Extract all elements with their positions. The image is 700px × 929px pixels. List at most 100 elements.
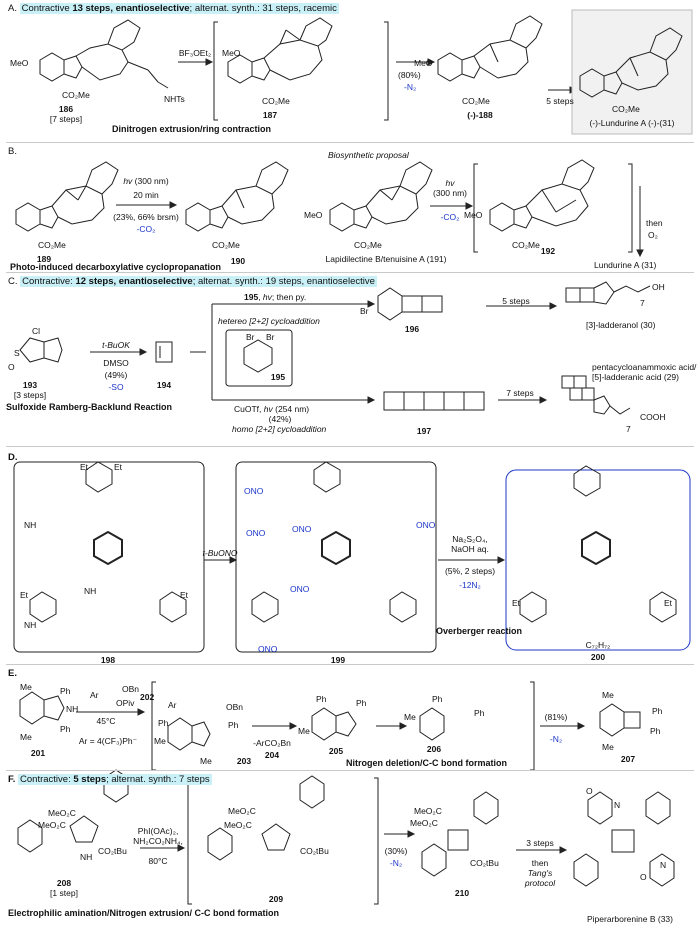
- section-d-header: D.: [8, 452, 18, 463]
- me-205-a: Me: [298, 726, 310, 736]
- product-lundurine-a: (-)-Lundurine A (-)-(31): [589, 118, 675, 128]
- me-201-b: Me: [20, 732, 32, 742]
- label-196: 196: [404, 324, 420, 334]
- label-193: 193: [22, 380, 38, 390]
- oh-label: OH: [652, 282, 665, 292]
- co2tbu-208: CO₂tBu: [98, 846, 127, 856]
- protocol-f2: protocol: [524, 878, 556, 888]
- me-203-b: Me: [200, 756, 212, 766]
- et-198-b: Et: [114, 462, 123, 472]
- label-meo-192: MeO: [464, 210, 483, 220]
- structure-190: [185, 161, 289, 232]
- label-o-193: O: [8, 362, 15, 372]
- ph-207-b: Ph: [650, 726, 661, 736]
- ph-205-b: Ph: [356, 698, 367, 708]
- yield-c: (49%): [104, 370, 128, 380]
- caption-a: Dinitrogen extrusion/ring contraction: [112, 124, 272, 134]
- steps5: 5 steps: [502, 296, 530, 306]
- structure-piperarborenine-b: [573, 791, 675, 887]
- protocol-f: Tang's: [527, 868, 553, 878]
- caption-e: Nitrogen deletion/C-C bond formation: [346, 758, 507, 768]
- section-a-header: A. Contractive 13 steps, enantioselectiv…: [8, 3, 339, 14]
- label-189: 189: [36, 254, 52, 264]
- label-198: 198: [100, 655, 116, 665]
- loss-co2-191: -CO₂: [440, 212, 460, 222]
- structure-209: [207, 775, 325, 861]
- reagent-obn: OBn: [122, 684, 140, 694]
- label-192: 192: [540, 246, 556, 256]
- label-190: 190: [230, 256, 246, 266]
- structure-200: [505, 465, 691, 651]
- n-pipb-a: N: [614, 800, 621, 810]
- meo2c-208-a: MeO₂C: [48, 808, 76, 818]
- temp-e: 45°C: [96, 716, 116, 726]
- label-co2me-190: CO₂Me: [212, 240, 240, 250]
- reagent-opiv: OPiv: [116, 698, 135, 708]
- label-194: 194: [156, 380, 172, 390]
- acid2: [5]-ladderanic acid (29): [592, 372, 679, 382]
- structure-199: [235, 461, 437, 653]
- structure-186: [39, 19, 169, 89]
- label-co2me-186: CO₂Me: [62, 90, 90, 100]
- et-198-c: Et: [20, 590, 29, 600]
- et-198-d: Et: [180, 590, 189, 600]
- me-207-b: Me: [602, 742, 614, 752]
- loss-n2-a: -N₂: [404, 82, 417, 92]
- structure-188: [437, 15, 543, 82]
- label-186: 186: [58, 104, 74, 114]
- structure-ladderanic-acid: [561, 375, 631, 415]
- solvent-dmso: DMSO: [103, 358, 129, 368]
- formula-200: C₇₂H₇₂: [585, 640, 611, 650]
- product-lundurine-a-b: Lundurine A (31): [594, 260, 657, 270]
- yield-f: (30%): [384, 846, 408, 856]
- hv-191: hv: [445, 178, 455, 188]
- product-f: Piperarborenine B (33): [587, 914, 673, 924]
- then-b: then: [646, 218, 663, 228]
- label-187: 187: [262, 110, 278, 120]
- ph-207-a: Ph: [652, 706, 663, 716]
- hetero-label: hetereo [2+2] cycloaddition: [218, 316, 320, 326]
- reagent-bf3: BF₃OEt₂: [178, 48, 212, 58]
- caption-c: Sulfoxide Ramberg-Backlund Reaction: [6, 402, 173, 412]
- me-207-a: Me: [602, 690, 614, 700]
- reagent-tbuono: t-BuONO: [202, 548, 238, 558]
- label-205: 205: [328, 746, 344, 756]
- seven-bottom: 7: [626, 424, 631, 434]
- section-a-highlight: Contractive 13 steps, enantioselective; …: [19, 3, 339, 14]
- structure-lundurine-a: [579, 27, 683, 98]
- bottom-cond2: (42%): [268, 414, 292, 424]
- divider-de: [6, 664, 694, 665]
- section-c-header: C. Contractive: 12 steps, enantioselecti…: [8, 276, 377, 287]
- label-188: (-)-188: [467, 110, 493, 120]
- steps-a: 5 steps: [546, 96, 574, 106]
- label-meo-188: MeO: [414, 58, 433, 68]
- bottom-cond1: CuOTf, hv (254 nm): [234, 404, 310, 414]
- ph-203-b: Ph: [228, 720, 239, 730]
- structure-210: [421, 791, 499, 877]
- nh-198-c: NH: [24, 620, 37, 630]
- structure-198: [13, 461, 205, 653]
- cond-b1: hv (300 nm): [123, 176, 169, 186]
- label-nhts: NHTs: [164, 94, 185, 104]
- divider-bc: [6, 272, 694, 273]
- section-e-header: E.: [8, 668, 17, 679]
- nh-198-a: NH: [24, 520, 37, 530]
- me-201-a: Me: [20, 682, 32, 692]
- co2tbu-209: CO₂tBu: [300, 846, 329, 856]
- seven-top: 7: [640, 298, 645, 308]
- meo2c-210-b: MeO₂C: [410, 818, 438, 828]
- structure-203: [167, 717, 211, 751]
- divider-cd: [6, 446, 694, 447]
- ono-199-d: ONO: [416, 520, 436, 530]
- label-203: 203: [236, 756, 252, 766]
- ono-199-b: ONO: [246, 528, 266, 538]
- loss-co2-b: -CO₂: [136, 224, 156, 234]
- structure-205: [311, 707, 357, 741]
- loss-d: -12N₂: [459, 580, 481, 590]
- o-pipb-b: O: [640, 872, 647, 882]
- label-meo-187: MeO: [222, 48, 241, 58]
- label-186-note: [7 steps]: [49, 114, 83, 124]
- ph-201-a: Ph: [60, 686, 71, 696]
- label-meo-191: MeO: [304, 210, 323, 220]
- label-206: 206: [426, 744, 442, 754]
